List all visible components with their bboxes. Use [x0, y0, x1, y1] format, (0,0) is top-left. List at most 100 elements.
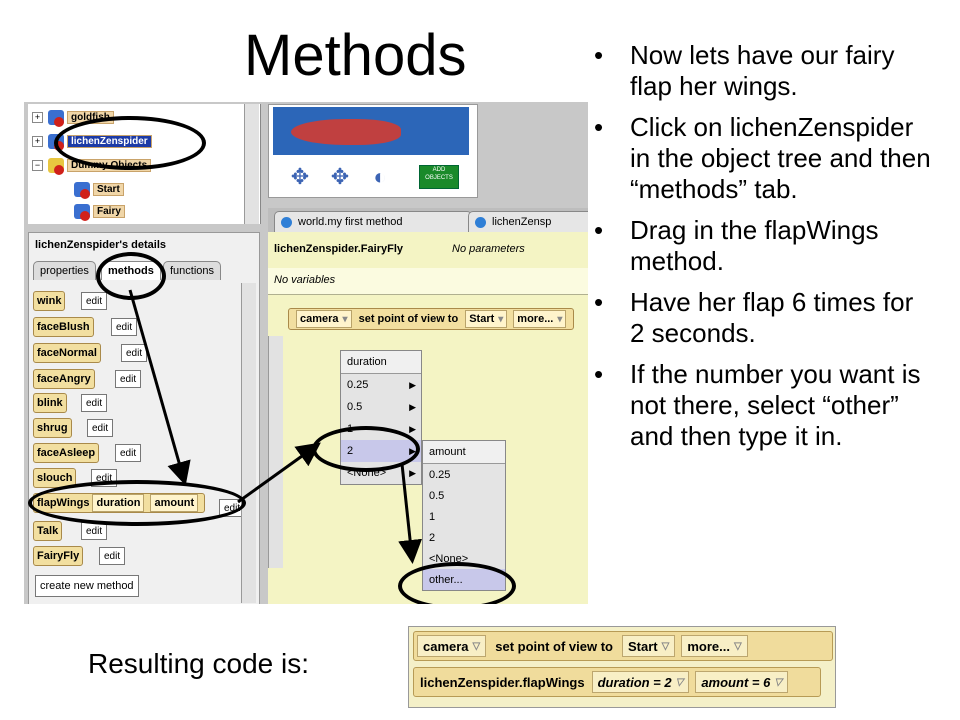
object-icon [74, 181, 90, 199]
slide-title: Methods [244, 23, 467, 88]
globe-icon [281, 216, 292, 228]
submenu-arrow-icon: ▶ [409, 401, 416, 412]
bullet-item: •Now lets have our fairy flap her wings. [594, 40, 895, 101]
method-tile-faceblush[interactable]: faceBlush [33, 317, 94, 337]
move-updown-icon[interactable]: ✥ [330, 164, 350, 189]
duration-menu-header: duration [341, 351, 421, 374]
bullet-marker: • [594, 112, 604, 142]
bullet-item: •Have her flap 6 times for 2 seconds. [594, 287, 914, 348]
add-objects-button[interactable]: ADD OBJECTS [419, 165, 459, 189]
methods-scrollbar[interactable] [241, 283, 256, 603]
bullet-item: •Drag in the flapWings method. [594, 215, 879, 276]
edit-button[interactable]: edit [87, 419, 114, 437]
result-statement-1: camera▽ set point of view to Start▽ more… [413, 631, 833, 661]
method-tile-shrug[interactable]: shrug [33, 418, 72, 438]
tree-item-label: Fairy [93, 204, 125, 218]
highlight-ring [54, 116, 206, 170]
tree-item-label: Start [93, 182, 124, 196]
goldfish-image [291, 119, 401, 145]
method-tile-fairyfly[interactable]: FairyFly [33, 546, 84, 566]
amount-option[interactable]: 0.5 [429, 489, 445, 502]
method-vars: No variables [268, 268, 588, 295]
more-dropdown[interactable]: more...▽ [681, 635, 748, 657]
tab-functions[interactable]: functions [163, 261, 222, 280]
globe-icon [475, 216, 486, 228]
target-dropdown[interactable]: Start▾ [465, 310, 508, 328]
editor-tab-bar: world.my first method lichenZensp [268, 208, 588, 232]
target-dropdown[interactable]: Start▽ [621, 635, 676, 657]
tree-scrollbar[interactable] [244, 104, 259, 224]
method-tile-facenormal[interactable]: faceNormal [33, 343, 101, 363]
edit-button[interactable]: edit [81, 292, 108, 310]
method-tile-talk[interactable]: Talk [33, 521, 63, 541]
arrow-line [237, 442, 321, 504]
edit-button[interactable]: edit [115, 370, 142, 388]
annotation-arrows [128, 289, 423, 564]
scene-image [273, 107, 469, 155]
alice-screenshot: + goldfish + lichenZenspider − Dummy Obj… [24, 102, 588, 604]
expand-icon[interactable]: + [32, 135, 43, 147]
bullet-marker: • [594, 40, 604, 70]
bullet-marker: • [594, 215, 604, 245]
result-statement-2: lichenZenspider.flapWings duration = 2▽ … [413, 667, 821, 697]
tab-properties[interactable]: properties [33, 261, 96, 280]
tree-item-fairy[interactable]: Fairy [74, 202, 125, 221]
edit-button[interactable]: edit [115, 444, 142, 462]
highlight-ring [398, 562, 516, 604]
chevron-down-icon: ▽ [733, 640, 742, 652]
expand-icon[interactable]: + [32, 111, 43, 123]
chevron-down-icon: ▽ [774, 676, 783, 688]
tab-world-my-first-method[interactable]: world.my first method [274, 211, 472, 232]
object-dropdown[interactable]: camera▾ [296, 310, 352, 328]
bullet-item: •If the number you want is not there, se… [594, 359, 921, 451]
duration-arg-dropdown[interactable]: duration = 2▽ [591, 671, 690, 693]
tree-item-start[interactable]: Start [74, 180, 124, 199]
duration-option[interactable]: 0.25▶ [347, 379, 416, 391]
amount-arg-dropdown[interactable]: amount = 6▽ [695, 671, 789, 693]
object-icon [48, 109, 64, 127]
bullet-list: •Now lets have our fairy flap her wings.… [594, 40, 934, 462]
duration-option[interactable]: 0.5▶ [347, 401, 416, 413]
editor-scrollbar[interactable] [268, 336, 283, 568]
bullet-item: •Click on lichenZenspider in the object … [594, 112, 931, 204]
highlight-ring [28, 480, 246, 526]
chevron-down-icon: ▽ [472, 640, 481, 652]
submenu-arrow-icon: ▶ [409, 379, 416, 390]
move-arrows-icon[interactable]: ✥ [290, 164, 310, 189]
amount-menu-header: amount [423, 441, 505, 464]
result-code: camera▽ set point of view to Start▽ more… [408, 626, 836, 708]
amount-option[interactable]: 0.25 [429, 468, 451, 481]
more-dropdown[interactable]: more...▾ [513, 310, 567, 328]
arrow-line [398, 463, 423, 564]
create-new-method-button[interactable]: create new method [35, 575, 139, 597]
object-dropdown[interactable]: camera▽ [417, 635, 487, 657]
method-header: lichenZenspider.FairyFly No parameters [268, 232, 588, 269]
method-params: No parameters [452, 243, 525, 255]
submenu-arrow-icon: ▶ [409, 423, 416, 434]
method-tile-wink[interactable]: wink [33, 291, 66, 311]
collapse-icon[interactable]: − [32, 159, 43, 171]
details-title: lichenZenspider's details [35, 239, 166, 251]
amount-option[interactable]: 1 [429, 510, 436, 523]
method-tile-faceasleep[interactable]: faceAsleep [33, 443, 100, 463]
arrow-line [128, 289, 191, 486]
chevron-down-icon: ▽ [675, 676, 684, 688]
object-icon [74, 203, 90, 221]
submenu-arrow-icon: ▶ [409, 467, 416, 478]
scene-view: ✥ ✥ ◐ ADD OBJECTS [268, 104, 478, 198]
edit-button[interactable]: edit [99, 547, 126, 565]
bullet-marker: • [594, 287, 604, 317]
tab-lichenzenspider[interactable]: lichenZensp [468, 211, 588, 232]
bullet-marker: • [594, 359, 604, 389]
method-name: lichenZenspider.FairyFly [274, 243, 403, 255]
method-tile-faceangry[interactable]: faceAngry [33, 369, 95, 389]
amount-option[interactable]: 2 [429, 531, 436, 544]
edit-button[interactable]: edit [81, 394, 108, 412]
method-tile-blink[interactable]: blink [33, 393, 67, 413]
edit-button[interactable]: edit [111, 318, 138, 336]
folder-icon [48, 157, 64, 175]
result-label: Resulting code is: [88, 648, 310, 679]
chevron-down-icon: ▽ [661, 640, 670, 652]
turn-icon[interactable]: ◐ [373, 164, 387, 189]
statement-set-point-of-view[interactable]: camera▾ set point of view to Start▾ more… [288, 308, 575, 330]
